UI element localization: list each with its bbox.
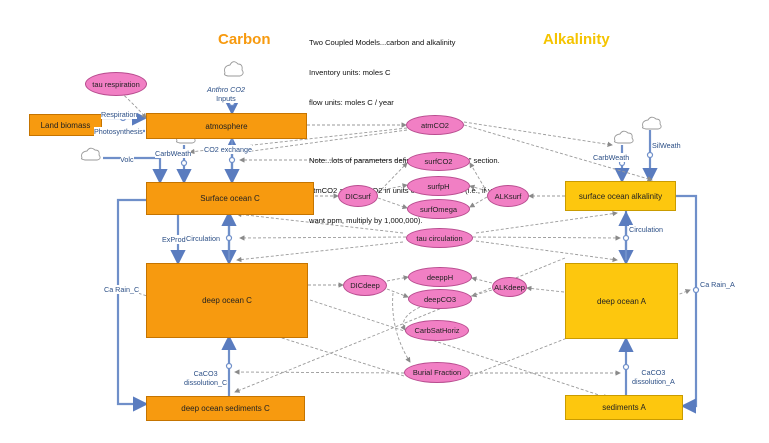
flow-label-anthro-co2-inputs[interactable]: Anthro CO2 Inputs — [207, 85, 245, 103]
var-dicdeep[interactable]: DICdeep — [343, 275, 387, 296]
var-tau-respiration[interactable]: tau respiration — [85, 72, 147, 96]
note-line: Two Coupled Models...carbon and alkalini… — [309, 38, 456, 47]
var-carbsathoriz[interactable]: CarbSatHoriz — [405, 320, 469, 341]
caco3-label: CaCO3 — [641, 368, 666, 377]
flow-label-carbweath-c[interactable]: CarbWeath — [155, 149, 192, 158]
flow-label-respiration[interactable]: Respiration — [101, 110, 138, 119]
note-line: Note...lots of parameters defined in the… — [309, 156, 500, 165]
flow-label-photosynthesis[interactable]: Photosynthesis — [94, 127, 143, 136]
var-deepco3[interactable]: deepCO3 — [408, 289, 472, 309]
flow-label-carbweath-a[interactable]: CarbWeath — [593, 153, 630, 162]
stock-surface-ocean-alkalinity[interactable]: surface ocean alkalinity — [565, 181, 676, 211]
stock-deep-ocean-sediments-c[interactable]: deep ocean sediments C — [146, 396, 305, 421]
var-surfco2[interactable]: surfCO2 — [407, 152, 470, 171]
var-burial-fraction[interactable]: Burial Fraction — [404, 362, 470, 383]
stock-deep-ocean-a[interactable]: deep ocean A — [565, 263, 678, 339]
cloud-icon — [223, 61, 244, 77]
anthro-co2-label: Anthro CO2 — [207, 85, 245, 94]
flow-label-circulation-c[interactable]: Circulation — [186, 234, 220, 243]
var-alksurf[interactable]: ALKsurf — [487, 185, 529, 207]
stock-atmosphere[interactable]: atmosphere — [146, 113, 307, 139]
note-line: Inventory units: moles C — [309, 68, 391, 77]
flow-label-silweath[interactable]: SilWeath — [652, 141, 681, 150]
var-deepph[interactable]: deeppH — [408, 267, 472, 287]
var-atmco2[interactable]: atmCO2 — [406, 115, 464, 135]
note-line: want ppm, multiply by 1,000,000). — [309, 216, 423, 225]
carbon-heading: Carbon — [218, 31, 271, 48]
flow-label-caco3-dissolution-c[interactable]: CaCO3 dissolution_C — [184, 369, 228, 387]
model-notes: Two Coupled Models...carbon and alkalini… — [309, 18, 500, 246]
var-tau-circulation[interactable]: tau circulation — [406, 228, 473, 248]
caco3-label: CaCO3 — [193, 369, 218, 378]
flow-label-ca-rain-a[interactable]: Ca Rain_A — [700, 280, 735, 289]
note-line: flow units: moles C / year — [309, 98, 394, 107]
stock-land-biomass[interactable]: Land biomass — [29, 114, 102, 136]
stock-deep-ocean-c[interactable]: deep ocean C — [146, 263, 308, 338]
var-surfomega[interactable]: surfOmega — [407, 199, 470, 219]
dissolution-c-label: dissolution_C — [184, 378, 228, 387]
var-dicsurf[interactable]: DICsurf — [338, 185, 378, 207]
cloud-icon — [641, 116, 662, 130]
flow-label-ca-rain-c[interactable]: Ca Rain_C — [104, 285, 140, 294]
stock-sediments-a[interactable]: sediments A — [565, 395, 683, 420]
flow-label-co2-exchange[interactable]: CO2 exchange — [204, 145, 252, 154]
flow-label-exprod[interactable]: ExProd — [162, 235, 186, 244]
alkalinity-heading: Alkalinity — [543, 31, 610, 48]
dissolution-a-label: dissolution_A — [632, 377, 675, 386]
var-surfph[interactable]: surfpH — [407, 176, 470, 196]
cloud-icon — [613, 130, 634, 144]
stock-surface-ocean-c[interactable]: Surface ocean C — [146, 182, 314, 215]
flow-label-caco3-dissolution-a[interactable]: CaCO3 dissolution_A — [632, 368, 675, 386]
var-alkdeep[interactable]: ALKdeep — [492, 277, 527, 297]
cloud-icon — [80, 147, 101, 161]
flow-label-volc[interactable]: Volc — [120, 155, 134, 164]
flow-label-circulation-a[interactable]: Circulation — [629, 225, 663, 234]
anthro-inputs-label: Inputs — [216, 94, 236, 103]
